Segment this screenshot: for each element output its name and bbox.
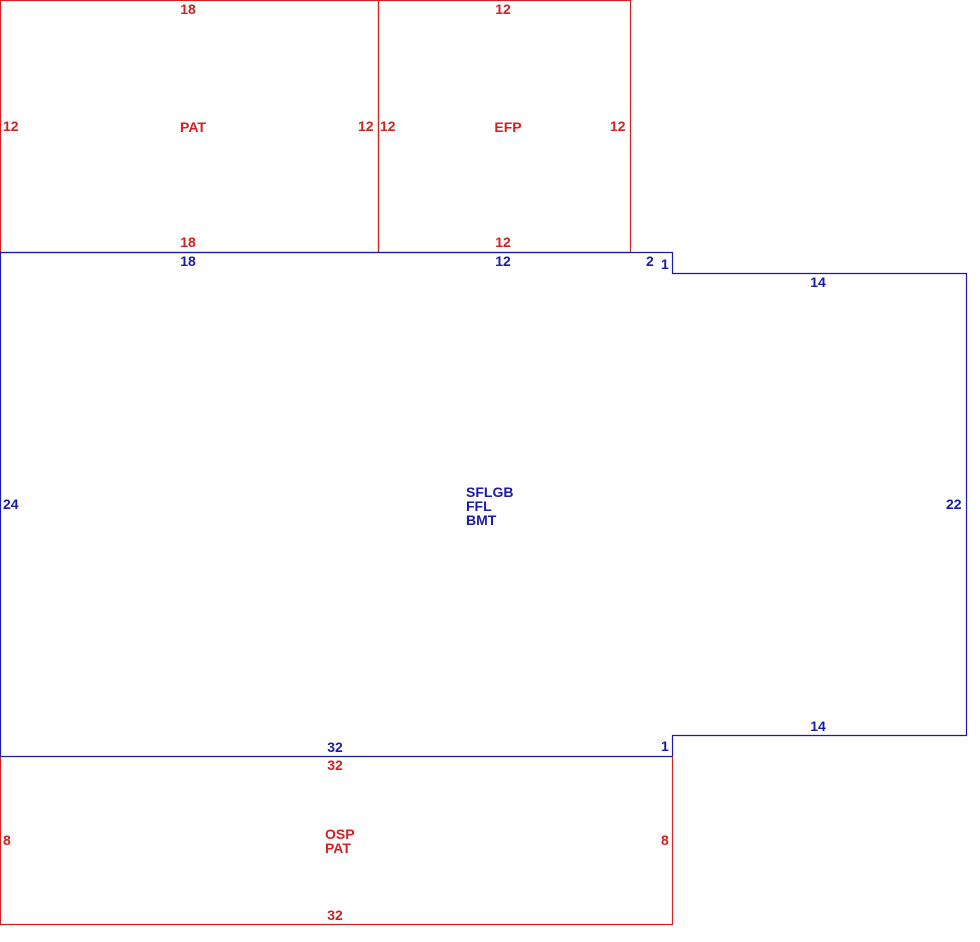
pat-top-section[interactable]: 18 18 12 12 PAT [0,0,380,254]
main-dim-step-down-bottom: 1 [661,738,669,754]
main-code-3: BMT [466,512,497,528]
main-code-1: SFLGB [466,484,513,500]
efp-dim-top: 12 [495,1,511,17]
osp-code-1: OSP [325,826,355,842]
pat-top-dim-right: 12 [358,118,374,134]
pat-top-code: PAT [180,119,206,135]
osp-dim-left: 8 [3,832,11,848]
osp-dim-top: 32 [327,757,343,773]
main-dim-right: 22 [946,496,962,512]
main-dim-right-top: 14 [810,274,826,290]
efp-section[interactable]: 12 12 12 12 EFP [377,0,632,254]
main-code-2: FFL [466,498,492,514]
main-dim-top-step: 2 [646,253,654,269]
osp-dim-bottom: 32 [327,907,343,923]
main-outline [0,251,968,758]
pat-top-dim-left: 12 [3,118,19,134]
osp-outline [0,756,674,926]
pat-top-dim-top: 18 [180,1,196,17]
osp-section[interactable]: 32 32 8 8 OSP PAT [0,756,674,926]
efp-dim-right: 12 [610,118,626,134]
efp-code: EFP [494,119,521,135]
main-section[interactable]: 18 12 2 1 14 22 14 1 32 24 SFLGB FFL BMT [0,251,968,758]
main-dim-step-down-top: 1 [661,256,669,272]
main-dim-top-mid: 12 [495,253,511,269]
main-dim-bottom: 32 [327,739,343,755]
pat-top-dim-bottom: 18 [180,234,196,250]
main-dim-top-left: 18 [180,253,196,269]
osp-code-2: PAT [325,840,351,856]
osp-dim-right: 8 [661,832,669,848]
main-dim-right-bottom: 14 [810,718,826,734]
efp-dim-left: 12 [380,118,396,134]
efp-dim-bottom: 12 [495,234,511,250]
main-dim-left: 24 [3,496,19,512]
